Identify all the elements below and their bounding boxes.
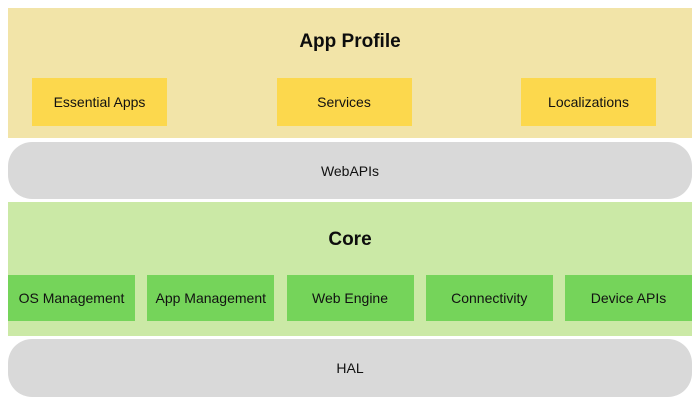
box-app-management: App Management <box>147 275 275 321</box>
architecture-diagram: App Profile Essential Apps Services Loca… <box>8 8 692 397</box>
app-profile-box-row: Essential Apps Services Localizations <box>8 78 692 126</box>
core-title: Core <box>328 229 372 250</box>
webapis-label: WebAPIs <box>320 162 380 179</box>
layer-core: Core OS Management App Management Web En… <box>8 202 692 336</box>
layer-webapis: WebAPIs <box>8 142 692 199</box>
box-connectivity: Connectivity <box>425 275 553 321</box>
box-services: Services <box>276 78 412 126</box>
box-localizations: Localizations <box>521 78 656 126</box>
box-os-management: OS Management <box>8 275 135 321</box>
core-box-row: OS Management App Management Web Engine … <box>8 275 692 321</box>
box-essential-apps: Essential Apps <box>32 78 167 126</box>
box-web-engine: Web Engine <box>286 275 414 321</box>
layer-app-profile: App Profile Essential Apps Services Loca… <box>8 8 692 138</box>
box-device-apis: Device APIs <box>565 275 692 321</box>
layer-hal: HAL <box>8 339 692 397</box>
hal-label: HAL <box>336 360 364 376</box>
app-profile-title: App Profile <box>299 31 401 52</box>
